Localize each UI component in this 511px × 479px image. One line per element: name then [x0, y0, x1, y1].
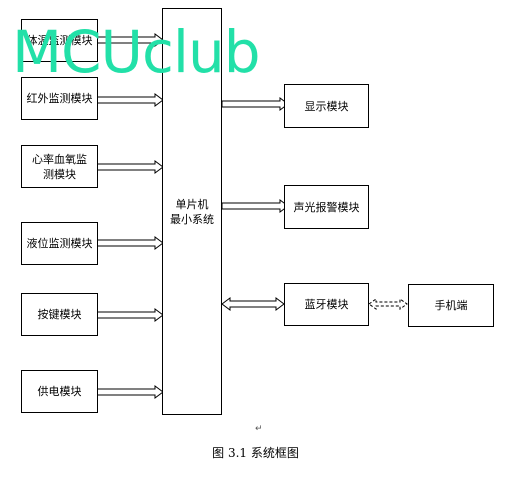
figure-caption: 图 3.1 系统框图: [212, 446, 299, 460]
power-module: 供电模块: [21, 370, 98, 413]
arrow-bluetooth-phone-dashed: [368, 298, 408, 310]
alarm-module: 声光报警模块: [284, 185, 369, 229]
phone-terminal-label: 手机端: [434, 299, 468, 312]
infrared-module-label: 红外监测模块: [26, 92, 93, 105]
temperature-module: 体温监测模块: [21, 19, 98, 62]
alarm-module-label: 声光报警模块: [293, 200, 360, 214]
key-module-label: 按键模块: [37, 308, 82, 321]
display-module-label: 显示模块: [304, 99, 349, 113]
mcu-label-line2: 最小系统: [170, 212, 214, 226]
liquid-level-module: 液位监测模块: [21, 222, 98, 265]
key-module: 按键模块: [21, 293, 98, 336]
arrow-power-to-mcu: [96, 385, 164, 399]
display-module: 显示模块: [284, 84, 369, 128]
arrow-infrared-to-mcu: [96, 93, 164, 107]
arrow-mcu-to-alarm: [221, 199, 289, 213]
heartrate-spo2-module: 心率血氧监测模块: [21, 145, 98, 188]
arrow-mcu-to-display: [221, 97, 289, 111]
power-module-label: 供电模块: [37, 385, 82, 398]
arrow-keys-to-mcu: [96, 308, 164, 322]
heartrate-spo2-module-label: 心率血氧监测模块: [32, 152, 87, 181]
liquid-level-module-label: 液位监测模块: [26, 237, 93, 250]
bluetooth-module-label: 蓝牙模块: [304, 298, 349, 311]
arrow-temperature-to-mcu: [96, 33, 164, 47]
temperature-module-label: 体温监测模块: [26, 34, 93, 47]
infrared-module: 红外监测模块: [21, 77, 98, 120]
paragraph-mark: ↵: [255, 424, 263, 434]
bluetooth-module: 蓝牙模块: [284, 283, 369, 326]
phone-terminal: 手机端: [408, 284, 494, 327]
arrow-liquid-to-mcu: [96, 236, 164, 250]
arrow-mcu-bluetooth-bidirectional: [221, 297, 285, 311]
arrow-heartrate-to-mcu: [96, 160, 164, 174]
mcu-minimum-system: 单片机 最小系统: [162, 8, 222, 415]
mcu-label-line1: 单片机: [175, 197, 209, 211]
